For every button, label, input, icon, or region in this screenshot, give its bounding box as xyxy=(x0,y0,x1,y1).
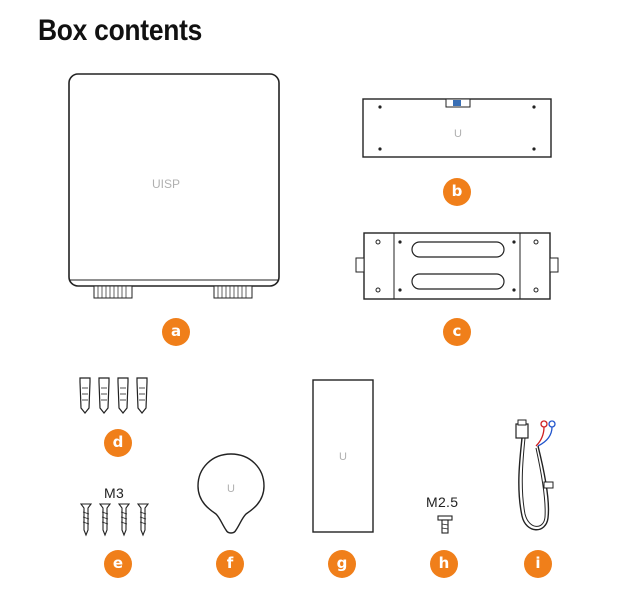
badge-g: g xyxy=(328,550,356,578)
badge-e: e xyxy=(104,550,132,578)
router-unit-icon: UISP xyxy=(68,73,280,299)
screw-size-label-m25: M2.5 xyxy=(426,494,459,510)
svg-text:U: U xyxy=(339,451,347,463)
mounting-bracket-icon: U xyxy=(362,98,552,158)
badge-f: f xyxy=(216,550,244,578)
svg-text:U: U xyxy=(227,483,235,495)
pole-mount-plate-icon xyxy=(355,232,559,300)
page-title: Box contents xyxy=(38,14,203,47)
screw-icon xyxy=(79,503,150,537)
screw-size-label-m3: M3 xyxy=(104,485,125,501)
badge-b: b xyxy=(443,178,471,206)
accessory-box-icon: U xyxy=(312,379,374,533)
badge-d: d xyxy=(104,429,132,457)
badge-c: c xyxy=(443,318,471,346)
badge-h: h xyxy=(430,550,458,578)
badge-i: i xyxy=(524,550,552,578)
small-screw-icon xyxy=(437,515,453,534)
wall-anchor-icon xyxy=(79,377,148,414)
svg-text:U: U xyxy=(454,128,462,140)
badge-a: a xyxy=(162,318,190,346)
device-logo: UISP xyxy=(152,177,180,191)
cable-tie-mount-icon: U xyxy=(197,453,265,534)
power-cable-icon xyxy=(515,419,556,531)
